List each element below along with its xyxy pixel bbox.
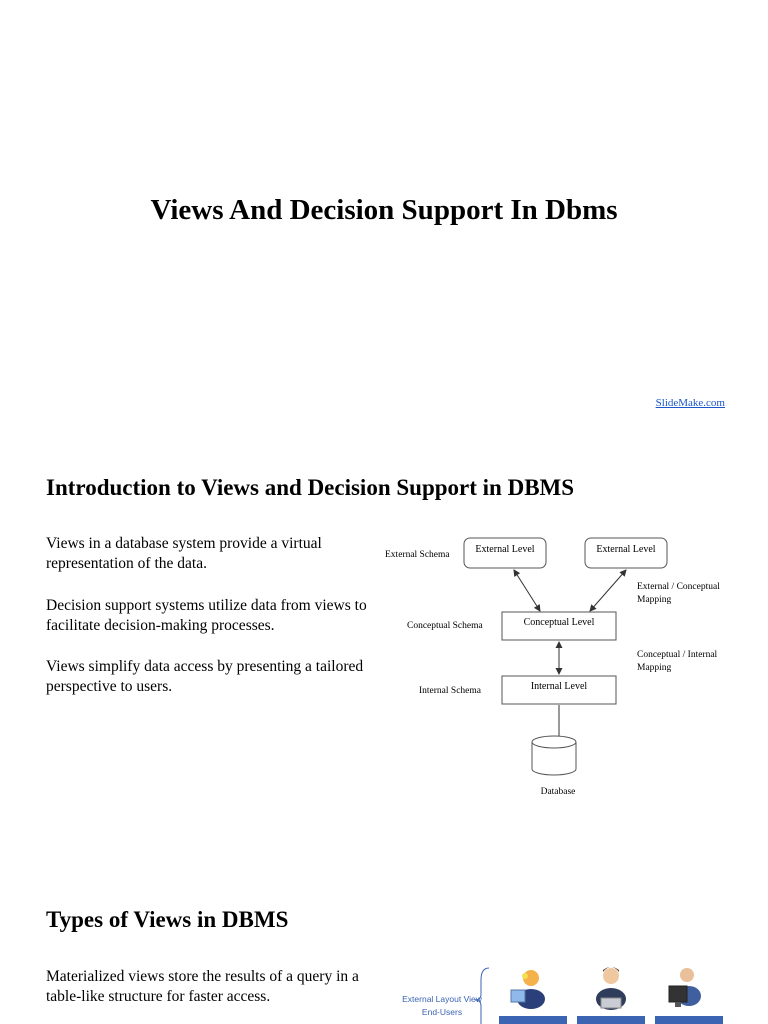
slide-title: Views And Decision Support In Dbms [150,194,618,226]
external-level-label: External Level [475,544,534,555]
user-computer-icon [668,968,701,1007]
types-heading: Types of Views in DBMS [46,907,289,932]
external-layout-view-label: External Layout View [402,994,483,1004]
external-conceptual-mapping-label: External / Conceptual [637,582,720,592]
mapping-arrow [513,569,541,612]
intro-paragraph: Decision support systems utilize data fr… [46,597,367,634]
intro-paragraph: Views simplify data access by presenting… [46,658,364,695]
database-icon [531,735,577,776]
external-schema-label: External Schema [385,550,450,560]
database-label: Database [541,787,576,797]
source-link[interactable]: SlideMake.com [655,397,725,409]
end-users-label: End-Users [422,1007,462,1017]
brace-icon [474,967,490,1024]
internal-schema-label: Internal Schema [419,686,482,696]
user-group-bar [499,1016,567,1024]
user-idea-icon [510,970,545,1009]
user-group-bar [655,1016,723,1024]
conceptual-internal-mapping-label: Mapping [637,663,672,673]
external-level-label: External Level [596,544,655,555]
conceptual-internal-mapping-label: Conceptual / Internal [637,650,718,660]
internal-level-box [501,675,617,705]
conceptual-level-box [501,611,617,641]
conceptual-level-label: Conceptual Level [524,617,595,628]
user-group-bar [577,1016,645,1024]
view-layout-diagram: External Layout View End-Users [383,958,728,1024]
external-level-box-1 [463,537,547,569]
conceptual-schema-label: Conceptual Schema [407,621,483,631]
intro-paragraph: Views in a database system provide a vir… [46,535,322,572]
internal-level-label: Internal Level [531,681,588,692]
external-conceptual-mapping-label: Mapping [637,595,672,605]
intro-heading: Introduction to Views and Decision Suppo… [46,475,575,500]
types-paragraph: Materialized views store the results of … [46,968,359,1005]
mapping-arrow [589,569,627,612]
external-level-box-2 [584,537,668,569]
user-laptop-icon [596,967,626,1010]
